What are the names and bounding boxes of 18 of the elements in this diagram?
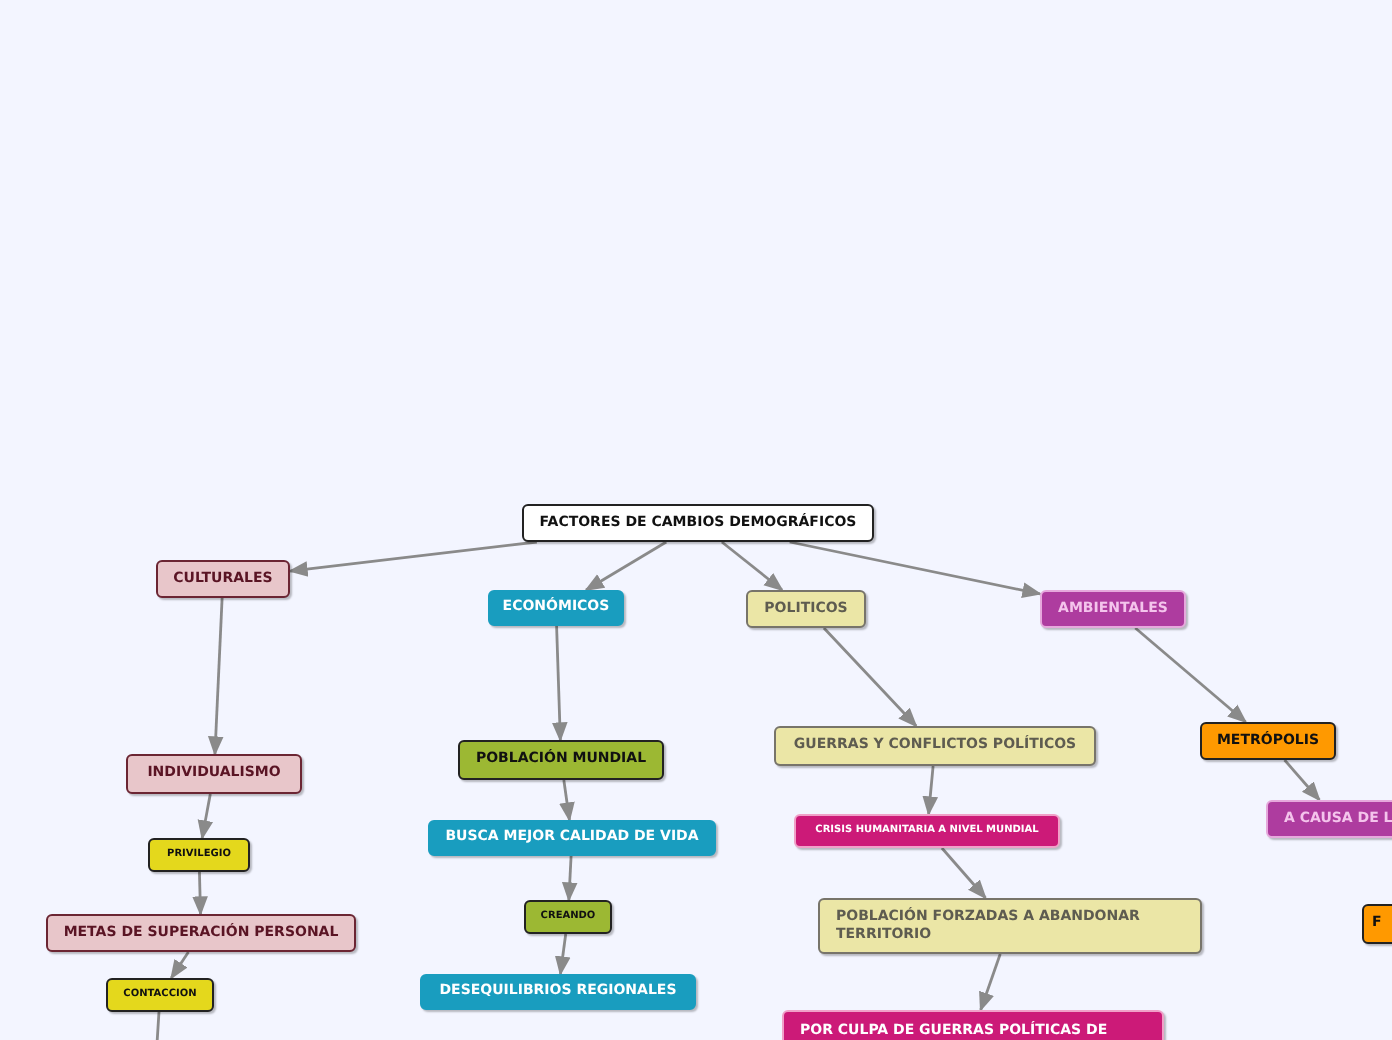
arrow bbox=[940, 847, 987, 900]
arrow bbox=[721, 540, 784, 592]
arrow bbox=[207, 597, 224, 756]
arrow bbox=[1283, 759, 1321, 802]
arrow bbox=[551, 625, 568, 742]
arrow bbox=[1134, 626, 1248, 724]
arrow bbox=[789, 540, 1042, 598]
arrow bbox=[197, 793, 214, 840]
arrow bbox=[288, 540, 537, 577]
arrow bbox=[584, 540, 667, 592]
arrow bbox=[922, 765, 939, 816]
arrow bbox=[554, 933, 571, 976]
arrow bbox=[561, 855, 578, 902]
arrow bbox=[559, 779, 575, 822]
arrow bbox=[822, 627, 918, 728]
arrow bbox=[192, 871, 208, 916]
arrow bbox=[170, 951, 190, 980]
arrow bbox=[979, 953, 1002, 1012]
